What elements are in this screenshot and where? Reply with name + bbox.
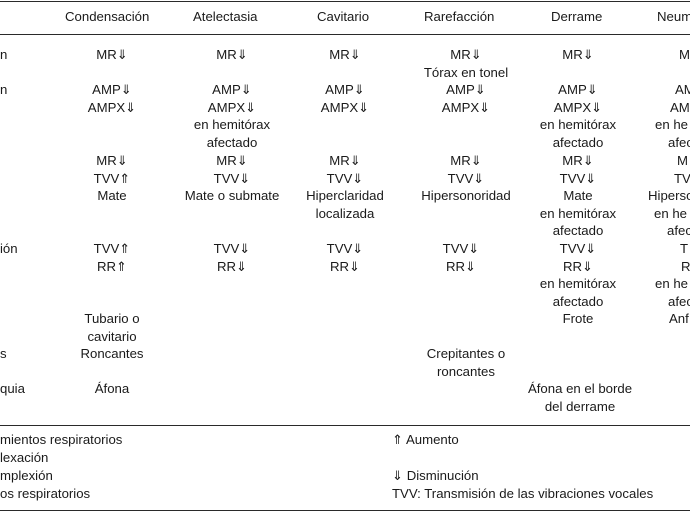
cell: MR⇓ <box>216 47 248 62</box>
header-cavitario: Cavitario <box>317 9 370 24</box>
cell: TVV⇓RR⇓ <box>442 241 480 274</box>
cell: MR⇓ <box>562 47 594 62</box>
cell: MR⇓TVV⇓Mate o submate <box>184 153 280 203</box>
cell: M <box>679 47 690 62</box>
cell: AMP⇓AMPX⇓ <box>441 82 491 115</box>
top-rule <box>0 1 690 2</box>
cell: MR⇓Tórax en tonel <box>423 47 509 80</box>
cell: AMP⇓AMPX⇓ <box>320 82 370 115</box>
row-label-inspeccion: n <box>0 47 8 62</box>
cell: AMP⇓AMPX⇓ <box>87 82 137 115</box>
legend-left: mientos respiratorios lexación mplexión … <box>0 432 123 501</box>
bottom-rule <box>0 510 690 511</box>
cell: MR⇓ <box>329 47 361 62</box>
header-condensacion: Condensación <box>65 9 150 24</box>
cell: MR⇓TVV⇑Mate <box>93 153 131 203</box>
legend-right: ⇑ Aumento ⇓ Disminución TVV: Transmisión… <box>392 432 654 501</box>
header-neumotorax: Neum <box>657 9 690 24</box>
row-label-pectoriloquia: quia <box>0 381 25 396</box>
row-label-ruidos: s <box>0 346 7 361</box>
cell: Áfona <box>94 381 130 396</box>
cell: TVV⇓RR⇓ <box>326 241 364 274</box>
cell: MR⇓ <box>96 47 128 62</box>
header-atelectasia: Atelectasia <box>193 9 258 24</box>
cell: MR⇓TVV⇓Hipersonoridad <box>421 153 511 203</box>
table-bottom-rule <box>0 425 690 426</box>
header-derrame: Derrame <box>551 9 603 24</box>
cell: TVV⇓RR⇓ <box>213 241 251 274</box>
row-label-auscultacion: ión <box>0 241 18 256</box>
row-label-palpacion: n <box>0 82 8 97</box>
cell: TVV⇑RR⇑ <box>93 241 131 274</box>
header-rule <box>0 34 690 35</box>
header-rarefaccion: Rarefacción <box>424 9 495 24</box>
